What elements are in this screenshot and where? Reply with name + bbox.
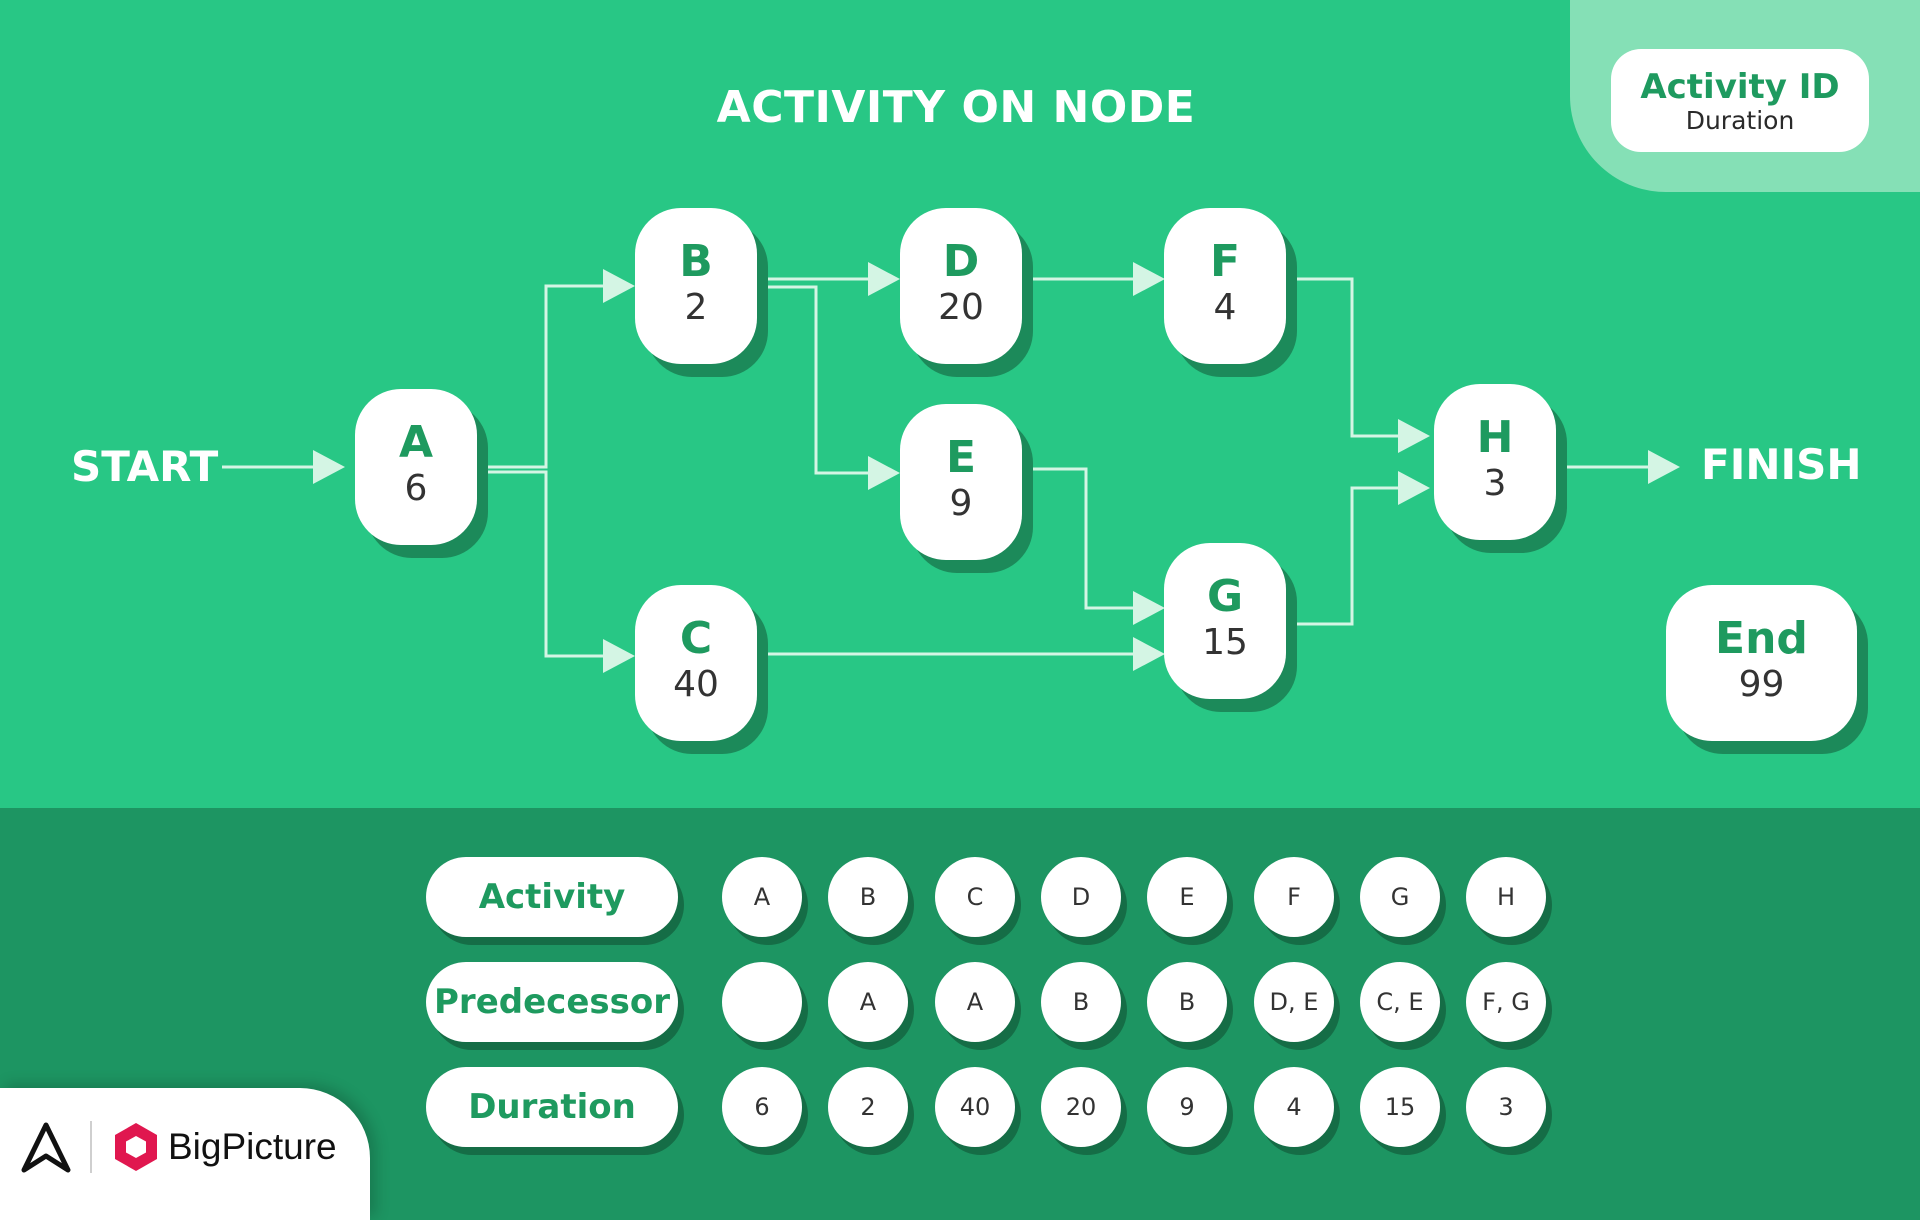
node-h: H 3 <box>1434 384 1556 540</box>
node-h-id: H <box>1476 412 1514 463</box>
row-label-duration: Duration <box>426 1067 678 1147</box>
node-c: C 40 <box>635 585 757 741</box>
diagram-title: ACTIVITY ON NODE <box>716 82 1196 133</box>
row-label-predecessor: Predecessor <box>426 962 678 1042</box>
predecessor-cell-h: F, G <box>1466 962 1546 1042</box>
arrowhead-finish <box>1648 450 1680 484</box>
predecessor-cell-a <box>722 962 802 1042</box>
atlassian-logo-icon <box>21 1122 71 1173</box>
node-d: D 20 <box>900 208 1022 364</box>
node-a-duration: 6 <box>404 468 428 509</box>
node-d-id: D <box>942 236 980 287</box>
legend-duration-label: Duration <box>1685 106 1795 135</box>
activity-cell-f: F <box>1254 857 1334 937</box>
node-b-duration: 2 <box>684 287 708 328</box>
node-end-duration: 99 <box>1738 664 1785 705</box>
legend-key: Activity ID Duration <box>1611 49 1869 152</box>
arrowhead-e <box>868 456 900 490</box>
finish-label: FINISH <box>1701 440 1862 489</box>
node-f-id: F <box>1209 236 1241 287</box>
node-g-duration: 15 <box>1202 622 1248 663</box>
row-label-activity: Activity <box>426 857 678 937</box>
arrowhead-b <box>603 269 635 303</box>
arrowhead-d <box>868 262 900 296</box>
predecessor-cell-c: A <box>935 962 1015 1042</box>
arrow-e-to-g <box>1023 467 1135 610</box>
node-b-id: B <box>679 236 713 287</box>
duration-cell-h: 3 <box>1466 1067 1546 1147</box>
node-g-id: G <box>1206 571 1244 622</box>
arrow-g-to-h <box>1287 486 1400 626</box>
activity-cell-b: B <box>828 857 908 937</box>
duration-cell-a: 6 <box>722 1067 802 1147</box>
duration-cell-g: 15 <box>1360 1067 1440 1147</box>
connectors <box>222 262 1680 673</box>
activity-cell-a: A <box>722 857 802 937</box>
node-h-duration: 3 <box>1483 463 1507 504</box>
arrowhead-g-from-c <box>1133 637 1165 671</box>
node-f-duration: 4 <box>1213 287 1237 328</box>
duration-cell-d: 20 <box>1041 1067 1121 1147</box>
predecessor-cell-d: B <box>1041 962 1121 1042</box>
node-e: E 9 <box>900 404 1022 560</box>
node-d-duration: 20 <box>938 287 984 328</box>
activity-cell-d: D <box>1041 857 1121 937</box>
arrowhead-c <box>603 639 635 673</box>
arrowhead-h-from-f <box>1398 419 1430 453</box>
arrow-f-to-h <box>1287 277 1400 438</box>
predecessor-cell-e: B <box>1147 962 1227 1042</box>
arrowhead-a <box>313 450 345 484</box>
arrow-a-to-b <box>478 284 605 469</box>
duration-cell-b: 2 <box>828 1067 908 1147</box>
node-c-id: C <box>679 613 713 664</box>
node-b: B 2 <box>635 208 757 364</box>
node-c-duration: 40 <box>673 664 719 705</box>
duration-cell-f: 4 <box>1254 1067 1334 1147</box>
node-g: G 15 <box>1164 543 1286 699</box>
node-end-id: End <box>1715 613 1808 664</box>
node-a-id: A <box>398 417 434 468</box>
activity-cell-e: E <box>1147 857 1227 937</box>
node-e-id: E <box>945 432 977 483</box>
duration-cell-c: 40 <box>935 1067 1015 1147</box>
brand-name: BigPicture <box>168 1126 337 1167</box>
predecessor-cell-b: A <box>828 962 908 1042</box>
arrowhead-h-from-g <box>1398 471 1430 505</box>
brand-divider <box>90 1121 92 1173</box>
arrow-a-to-c <box>478 470 605 658</box>
start-label: START <box>71 442 219 491</box>
arrowhead-g-from-e <box>1133 591 1165 625</box>
legend-activity-id-label: Activity ID <box>1640 67 1840 107</box>
activity-cell-c: C <box>935 857 1015 937</box>
brand-badge: BigPicture <box>0 1088 370 1220</box>
arrowhead-f <box>1133 262 1165 296</box>
node-f: F 4 <box>1164 208 1286 364</box>
activity-cell-g: G <box>1360 857 1440 937</box>
predecessor-cell-f: D, E <box>1254 962 1334 1042</box>
node-a: A 6 <box>355 389 477 545</box>
bigpicture-logo-icon <box>115 1123 157 1171</box>
node-end: End 99 <box>1666 585 1857 741</box>
predecessor-cell-g: C, E <box>1360 962 1440 1042</box>
duration-cell-e: 9 <box>1147 1067 1227 1147</box>
node-e-duration: 9 <box>949 483 973 524</box>
arrow-b-to-e <box>758 285 870 475</box>
activity-cell-h: H <box>1466 857 1546 937</box>
